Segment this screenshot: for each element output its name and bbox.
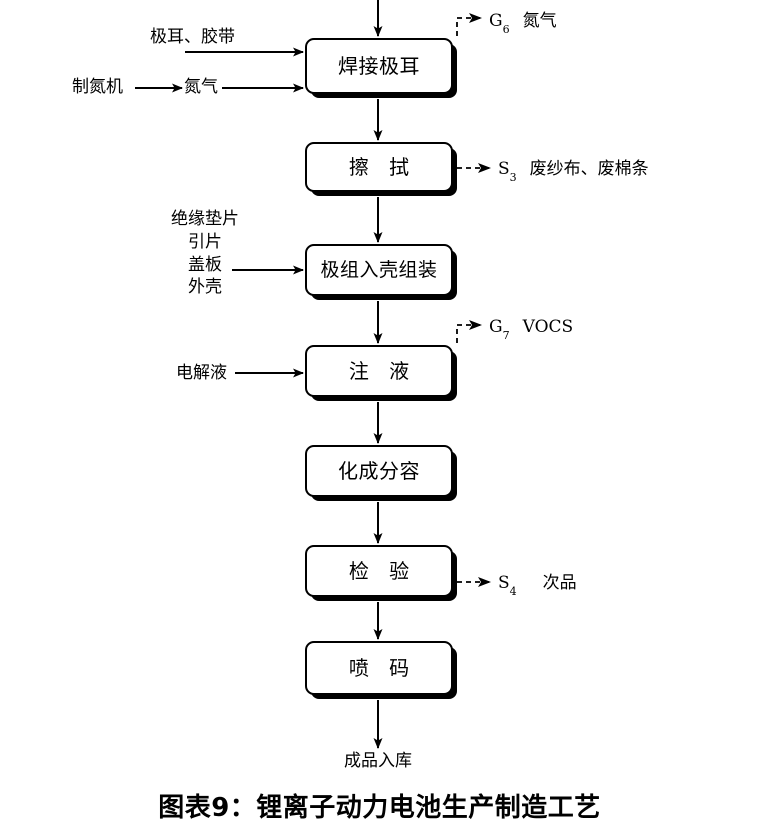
process-node-wipe[interactable]: 擦 拭	[305, 142, 453, 192]
connector-emission-g6	[456, 13, 482, 36]
output-subscript: 7	[502, 329, 510, 343]
input-label-line: 引片	[188, 231, 222, 252]
process-node-inspect[interactable]: 检 验	[305, 545, 453, 597]
input-label-line: 外壳	[188, 277, 222, 298]
output-code: S	[498, 573, 510, 593]
process-node-label: 喷 码	[348, 656, 417, 680]
input-label-electrolyte: 电解液	[176, 363, 227, 383]
process-node-label: 化成分容	[338, 459, 420, 483]
output-subscript: 4	[509, 585, 517, 599]
output-code: G	[489, 11, 503, 31]
process-node-label: 检 验	[348, 559, 417, 583]
output-label-g7: G7 VOCS	[489, 316, 574, 343]
input-label-nitrogen-generator: 制氮机	[72, 77, 123, 97]
input-label-shell-parts: 绝缘垫片 引片 盖板 外壳	[150, 208, 260, 299]
output-code: S	[498, 159, 510, 179]
figure-caption: 图表9：锂离子动力电池生产制造工艺	[158, 793, 601, 823]
input-label-line: 盖板	[188, 254, 222, 275]
process-node-weld[interactable]: 焊接极耳	[305, 38, 453, 94]
terminal-label-final: 成品入库	[344, 751, 412, 771]
output-text: 次品	[542, 573, 577, 593]
output-text: 废纱布、废棉条	[529, 159, 649, 179]
process-node-label: 焊接极耳	[338, 54, 420, 78]
process-node-label: 极组入壳组装	[320, 258, 438, 281]
process-node-label: 擦 拭	[348, 155, 417, 179]
output-label-g6: G6 氮气	[489, 10, 557, 37]
input-label-nitrogen: 氮气	[184, 77, 218, 97]
input-label-tab-tape: 极耳、胶带	[150, 27, 235, 47]
connector-emission-g7	[456, 320, 482, 343]
input-label-line: 绝缘垫片	[171, 209, 239, 229]
output-label-s3: S3 废纱布、废棉条	[498, 158, 649, 185]
output-text: VOCS	[522, 317, 574, 337]
process-node-forming[interactable]: 化成分容	[305, 445, 453, 497]
process-node-label: 注 液	[348, 359, 417, 383]
output-code: G	[489, 317, 503, 337]
output-subscript: 3	[509, 171, 517, 185]
output-label-s4: S4 次品	[498, 572, 577, 599]
output-subscript: 6	[502, 23, 510, 37]
process-node-assemble[interactable]: 极组入壳组装	[305, 244, 453, 296]
process-node-marking[interactable]: 喷 码	[305, 641, 453, 695]
process-node-inject[interactable]: 注 液	[305, 345, 453, 397]
output-text: 氮气	[522, 11, 557, 31]
